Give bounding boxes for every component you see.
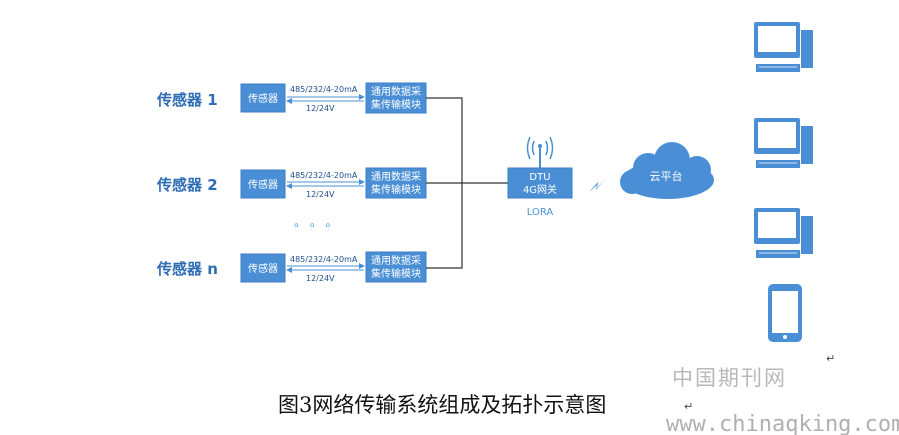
paragraph-mark: ↵ <box>684 400 693 413</box>
acquisition-module-box <box>365 82 427 114</box>
cloud-label: 云平台 <box>650 169 683 183</box>
protocol-label: 485/232/4-20mA <box>290 171 358 180</box>
figure-caption: 图3网络传输系统组成及拓扑示意图 <box>278 393 606 417</box>
gateway-label-line2: 4G网关 <box>523 183 557 196</box>
smartphone-icon <box>768 284 802 342</box>
sensor-row-2: 传感器 2 传感器 485/232/4-20mA 12/24V 通用数据采 集传… <box>156 167 427 199</box>
dtu-gateway-box <box>507 167 573 199</box>
acquisition-module-box <box>365 167 427 199</box>
module-label-line2: 集传输模块 <box>371 98 421 111</box>
module-label-line2: 集传输模块 <box>371 183 421 196</box>
module-label-line1: 通用数据采 <box>371 254 421 267</box>
sensor-box-label: 传感器 <box>248 92 278 105</box>
gateway-label-line1: DTU <box>529 172 550 183</box>
protocol-label: 485/232/4-20mA <box>290 85 358 94</box>
sensor-row-n: 传感器 n 传感器 485/232/4-20mA 12/24V 通用数据采 集传… <box>156 251 427 283</box>
cloud-icon <box>620 142 714 199</box>
gateway-sublabel: LORA <box>527 207 554 218</box>
bus-wiring <box>426 97 508 269</box>
ellipsis: 。 。 。 <box>294 215 338 229</box>
wireless-signal-icon <box>589 178 606 192</box>
antenna-icon <box>526 136 554 168</box>
desktop-computer-icon <box>754 208 813 258</box>
module-label-line2: 集传输模块 <box>371 267 421 280</box>
sensor-row-1: 传感器 1 传感器 485/232/4-20mA 12/24V 通用数据采 集传… <box>156 82 427 114</box>
module-label-line1: 通用数据采 <box>371 170 421 183</box>
watermark-url: www.chinaqking.com <box>666 412 899 435</box>
paragraph-mark: ↵ <box>826 352 835 365</box>
desktop-computer-icon <box>754 118 813 168</box>
power-label: 12/24V <box>306 104 335 113</box>
sensor-box <box>240 83 286 113</box>
sensor-box-label: 传感器 <box>248 178 278 191</box>
power-label: 12/24V <box>306 190 335 199</box>
sensor-box <box>240 253 286 283</box>
gateway: DTU 4G网关 LORA <box>507 136 573 218</box>
power-label: 12/24V <box>306 274 335 283</box>
module-label-line1: 通用数据采 <box>371 85 421 98</box>
protocol-label: 485/232/4-20mA <box>290 255 358 264</box>
sensor-label: 传感器 n <box>156 260 218 278</box>
sensor-label: 传感器 1 <box>156 91 218 109</box>
cloud-platform: 云平台 <box>620 142 714 199</box>
watermark-cn: 中国期刊网 <box>672 366 787 390</box>
acquisition-module-box <box>365 251 427 283</box>
sensor-label: 传感器 2 <box>156 176 218 194</box>
sensor-box-label: 传感器 <box>248 262 278 275</box>
sensor-box <box>240 169 286 199</box>
desktop-computer-icon <box>754 22 813 72</box>
